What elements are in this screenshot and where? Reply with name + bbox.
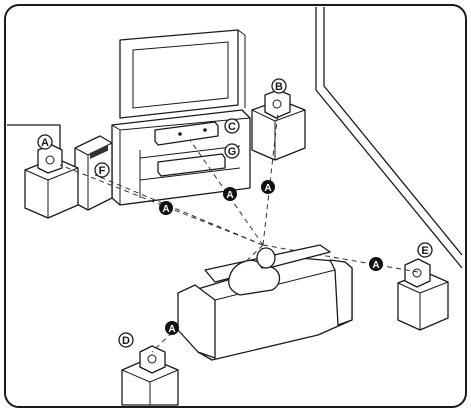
svg-text:A: A bbox=[162, 204, 169, 215]
svg-text:A: A bbox=[168, 324, 175, 335]
distance-marker-front-left: A bbox=[159, 201, 173, 215]
label-rear-left: D bbox=[118, 332, 134, 348]
svg-text:A: A bbox=[264, 183, 271, 194]
distance-marker-front-right: A bbox=[261, 180, 275, 194]
label-receiver: G bbox=[224, 143, 240, 159]
distance-marker-rear-left: A bbox=[165, 321, 179, 335]
distance-marker-rear-right: A bbox=[369, 257, 383, 271]
svg-text:E: E bbox=[421, 245, 428, 257]
svg-text:F: F bbox=[99, 165, 106, 177]
label-front-right: B bbox=[271, 78, 287, 94]
rear-left-speaker bbox=[139, 345, 166, 374]
front-left-speaker bbox=[37, 144, 63, 174]
subwoofer bbox=[74, 135, 113, 211]
tv bbox=[119, 29, 246, 119]
label-rear-right: E bbox=[417, 242, 433, 258]
listener bbox=[228, 247, 281, 296]
distance-marker-center: A bbox=[223, 187, 237, 201]
label-subwoofer: F bbox=[94, 162, 110, 178]
front-right-speaker bbox=[264, 89, 291, 119]
svg-text:A: A bbox=[226, 190, 233, 201]
svg-text:C: C bbox=[228, 121, 236, 133]
label-center: C bbox=[224, 118, 240, 134]
receiver-unit bbox=[157, 153, 226, 177]
rear-right-speaker bbox=[404, 258, 431, 288]
svg-text:A: A bbox=[372, 260, 379, 271]
svg-text:D: D bbox=[122, 335, 130, 347]
svg-text:B: B bbox=[275, 81, 283, 93]
label-front-left: A bbox=[37, 134, 53, 150]
svg-text:A: A bbox=[41, 137, 49, 149]
svg-text:G: G bbox=[228, 146, 237, 158]
center-speaker bbox=[154, 121, 219, 146]
